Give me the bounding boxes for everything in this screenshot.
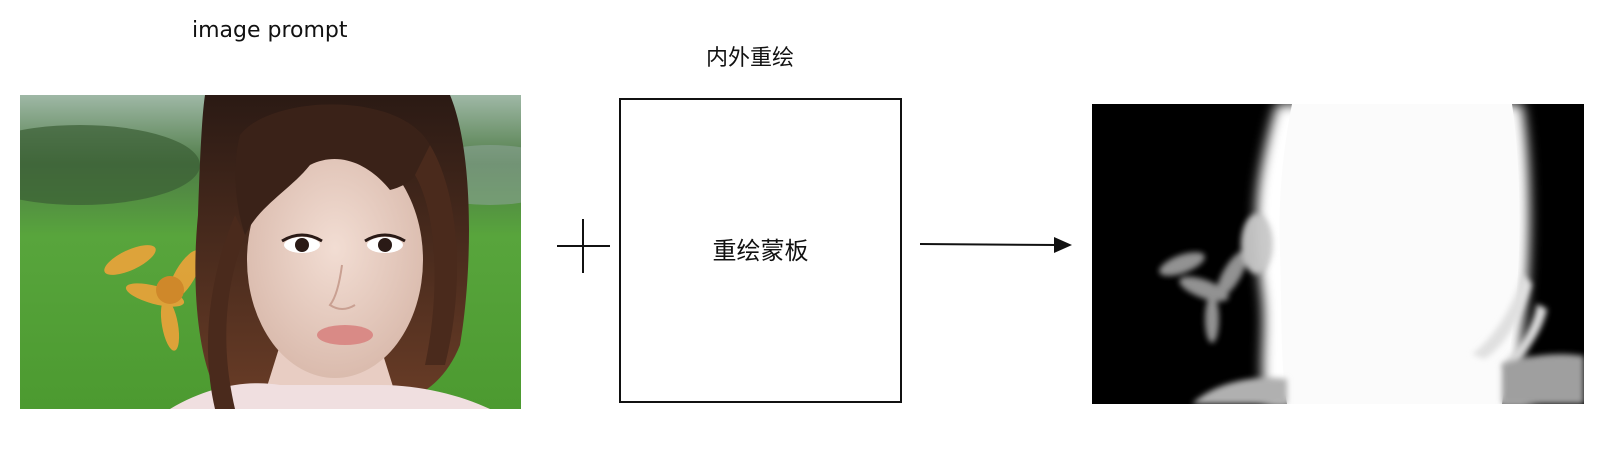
- segmentation-mask: [1092, 104, 1584, 404]
- plus-icon: [557, 219, 610, 273]
- inpaint-outpaint-label: 内外重绘: [706, 46, 795, 71]
- repaint-mask-label: 重绘蒙板: [712, 236, 809, 265]
- portrait-photo: [20, 95, 521, 409]
- repaint-mask-box: 重绘蒙板: [619, 98, 902, 403]
- image-prompt-label: image prompt: [192, 18, 348, 43]
- arrow-right-icon: [919, 237, 1072, 253]
